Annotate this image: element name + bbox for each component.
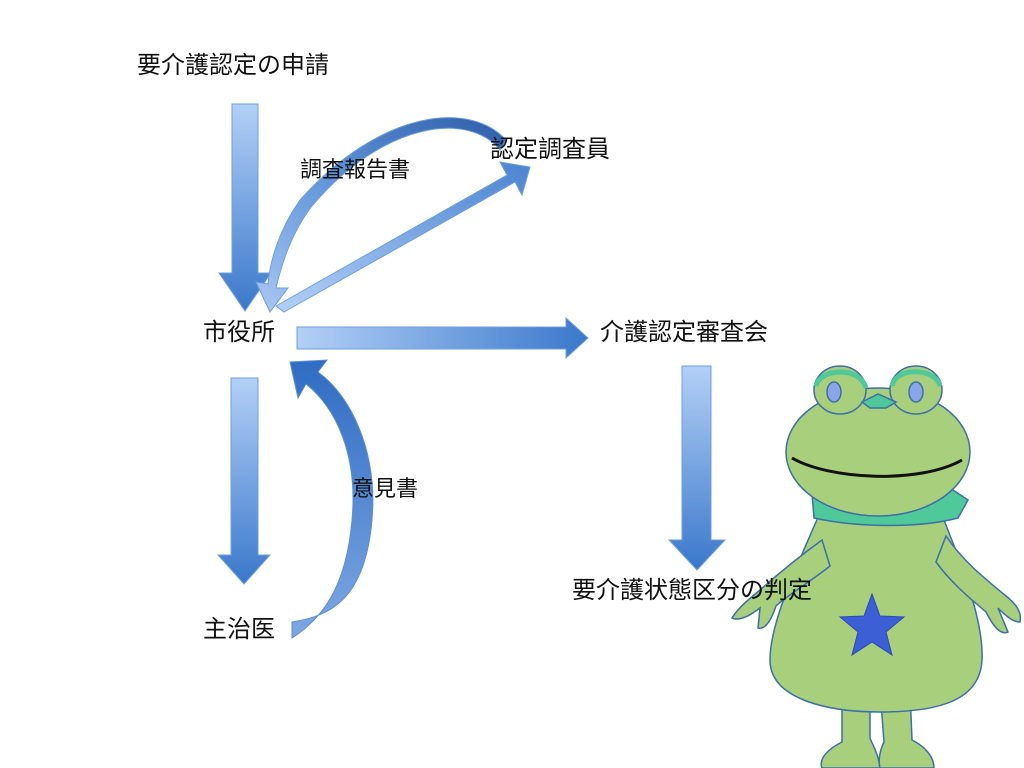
label-doctor: 主治医 [203, 615, 275, 643]
label-opinion: 意見書 [352, 477, 419, 502]
arrow-survey-report-curve [255, 117, 507, 313]
label-review-board: 介護認定審査会 [600, 318, 768, 346]
arrow-cityhall-to-doctor [216, 377, 272, 585]
arrow-application-to-cityhall [218, 103, 272, 312]
label-determination: 要介護状態区分の判定 [572, 576, 812, 604]
label-application: 要介護認定の申請 [137, 51, 329, 79]
label-investigator: 認定調査員 [490, 135, 610, 163]
arrow-cityhall-to-investigator [275, 161, 531, 313]
frog-mascot-icon [730, 365, 1022, 768]
label-city-hall: 市役所 [203, 318, 275, 346]
label-survey-report: 調査報告書 [300, 158, 411, 183]
arrow-cityhall-to-review-board [296, 316, 589, 360]
arrow-opinion-curve [289, 359, 374, 639]
arrow-review-to-determination [667, 365, 727, 571]
